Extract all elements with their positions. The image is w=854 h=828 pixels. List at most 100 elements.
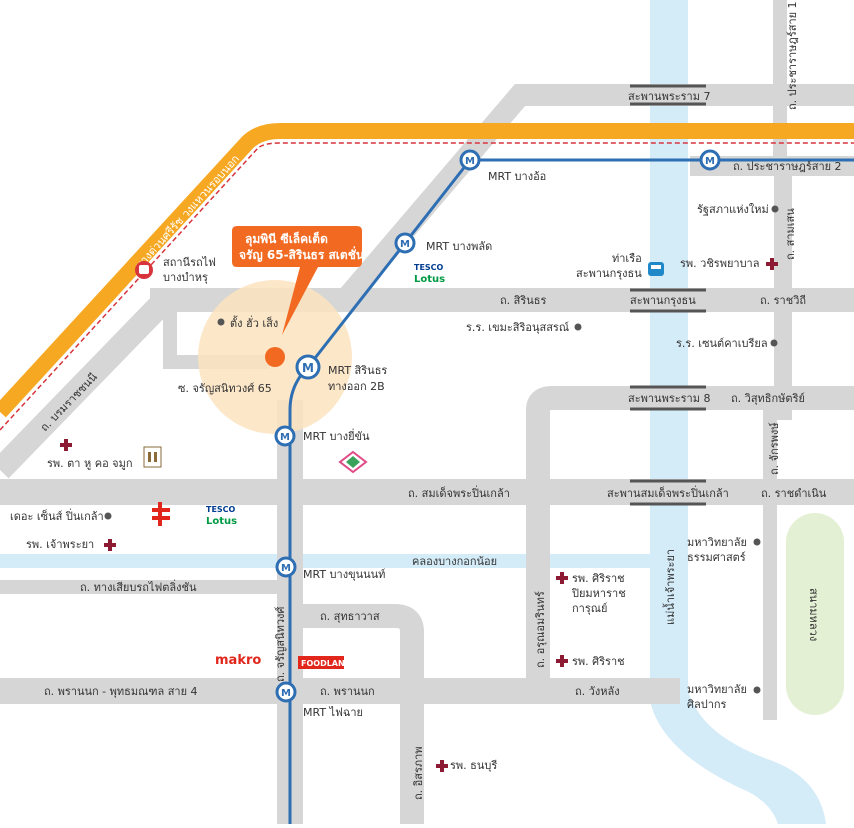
silpakorn-label: มหาวิทยาลัย: [687, 683, 747, 696]
central-pinklao-label: เดอะ เซ็นส์ ปิ่นเกล้า: [10, 508, 104, 523]
svg-text:TESCO: TESCO: [206, 505, 236, 514]
mrt-bangyikhan-label: MRT บางยี่ขัน: [303, 428, 370, 443]
road-label-charansanitwong: ถ. จรัญสนิทวงศ์: [274, 607, 287, 682]
road-label-pinklao: ถ. สมเด็จพระปิ่นเกล้า: [408, 485, 510, 500]
svg-text:TESCO: TESCO: [414, 263, 444, 272]
road-rama8: [526, 386, 854, 700]
hospital-icon: [436, 760, 448, 772]
svg-text:FOODLAND: FOODLAND: [301, 659, 352, 668]
svg-text:Lotus: Lotus: [206, 516, 237, 527]
road-label-tang-rotfai: ถ. ทางเสียบรถไฟตลิ่งชัน: [80, 579, 197, 594]
project-callout[interactable]: ลุมพินี ซีเล็คเต็ด จรัญ 65-สิรินธร สเตชั…: [232, 226, 365, 335]
road-label-wisutkasat: ถ. วิสุทธิกษัตริย์: [731, 392, 805, 405]
mrt-sirindhorn-exit-label: ทางออก 2B: [328, 380, 385, 393]
road-label-krungthon-bridge: สะพานกรุงธน: [630, 294, 696, 307]
mrt-icon[interactable]: M: [459, 149, 481, 171]
mrt-faichai-label: MRT ไฟฉาย: [303, 706, 363, 719]
svg-text:M: M: [302, 361, 314, 375]
thammasat-label: มหาวิทยาลัย: [687, 536, 747, 549]
tesco-lotus-logo: TESCO Lotus: [414, 263, 445, 285]
road-label-sirindhorn: ถ. สิรินธร: [500, 294, 547, 307]
train-station-icon[interactable]: [135, 261, 153, 279]
pier-label: ท่าเรือ: [612, 252, 642, 265]
hospital-icon: [766, 258, 778, 270]
road-label-borommaratchachonnani: ถ. บรมราชชนนี: [38, 370, 100, 434]
mrt-stations: M M M M M M M: [274, 149, 721, 703]
road-label-phrannok-phutthamonthon: ถ. พรานนก - พุทธมณฑล สาย 4: [44, 685, 198, 698]
road-label-wanglang: ถ. วังหลัง: [575, 685, 620, 698]
road-borommaratchachonnani: [0, 291, 174, 479]
svg-text:M: M: [705, 156, 715, 167]
poi-dot: [104, 512, 112, 520]
svg-text:Lotus: Lotus: [414, 274, 445, 285]
poi-dot: [770, 339, 778, 347]
hospital-icon: [556, 655, 568, 667]
khlong-bangkok-noi: [0, 554, 654, 568]
landmark-logo-icon: [338, 450, 368, 474]
mrt-icon[interactable]: M: [394, 232, 416, 254]
silpakorn-label-2: ศิลปากร: [687, 698, 727, 711]
svg-text:M: M: [280, 432, 290, 443]
road-label-arun-amarin: ถ. อรุณอมรินทร์: [534, 591, 547, 668]
hospital-icon: [104, 539, 116, 551]
siriraj-label: รพ. ศิริราช: [572, 655, 625, 668]
tesco-lotus-logo-2: TESCO Lotus: [206, 505, 237, 527]
vajira-hospital-label: รพ. วชิรพยาบาล: [680, 257, 759, 270]
expressway: [0, 123, 854, 418]
makro-logo: makro: [215, 653, 261, 668]
road-rama7: [336, 84, 854, 308]
mrt-icon[interactable]: M: [295, 354, 321, 380]
poi-dot: [217, 318, 225, 326]
svg-text:M: M: [281, 563, 291, 574]
road-label-rama8: สะพานพระราม 8: [628, 392, 710, 405]
school-khemasiri-label: ร.ร. เขมะสิริอนุสสรณ์: [466, 321, 569, 334]
road-label-pracharat2: ถ. ประชาราษฎร์สาย 2: [733, 160, 842, 173]
chaophraya-hospital-label: รพ. เจ้าพระยา: [26, 538, 94, 551]
poi-dot: [753, 538, 761, 546]
pier-label-2: สะพานกรุงธน: [576, 267, 642, 280]
svg-text:M: M: [465, 156, 475, 167]
thammasat-label-2: ธรรมศาสตร์: [687, 551, 746, 564]
siriraj-piyamaharat-label-3: การุณย์: [572, 602, 607, 615]
chao-phraya-river: [650, 0, 826, 824]
expressway-label: ทางด่วนศรีรัช วงแหวนรอบนอก: [133, 152, 243, 272]
poi-dot: [574, 323, 582, 331]
sanam-luang-park: [786, 513, 844, 715]
road-label-phrannok: ถ. พรานนก: [320, 685, 375, 698]
bridges: [630, 84, 706, 506]
mrt-icon[interactable]: M: [274, 425, 296, 447]
svg-text:M: M: [281, 688, 291, 699]
park-label: สนามหลวง: [807, 588, 820, 641]
thonburi-hospital-label: รพ. ธนบุรี: [450, 759, 497, 772]
road-label-pracharat1: ถ. ประชาราษฎร์สาย 1: [786, 1, 799, 110]
mrt-bangor-label: MRT บางอ้อ: [488, 170, 546, 183]
road-label-itsaraphap: ถ. อิสรภาพ: [412, 746, 425, 800]
road-label-sutthawat: ถ. สุทธาวาส: [320, 610, 380, 623]
mrt-sirindhorn-label: MRT สิรินธร: [328, 364, 387, 377]
mrt-bangkhunnon-label: MRT บางขุนนนท์: [303, 568, 385, 581]
hospital-ent-label: รพ. ตา หู คอ จมูก: [47, 457, 133, 470]
ferry-icon[interactable]: [648, 262, 664, 276]
road-label-samsen: ถ. สามเสน: [784, 208, 797, 260]
hospital-icon: [556, 572, 568, 584]
poi-dot: [771, 205, 779, 213]
mrt-bangphlat-label: MRT บางพลัด: [426, 240, 492, 253]
central-logo-icon: [152, 502, 170, 526]
mrt-icon[interactable]: M: [275, 681, 297, 703]
parliament-label: รัฐสภาแห่งใหม่: [697, 203, 769, 216]
site-marker[interactable]: [265, 347, 285, 367]
road-label-rama7: สะพานพระราม 7: [628, 90, 710, 103]
river-label: แม่น้ำเจ้าพระยา: [662, 549, 677, 625]
foodland-logo: FOODLAND: [298, 656, 352, 669]
mrt-icon[interactable]: M: [699, 149, 721, 171]
svg-text:M: M: [400, 239, 410, 250]
road-label-pinklao-bridge: สะพานสมเด็จพระปิ่นเกล้า: [607, 485, 729, 500]
road-sutthawat: [290, 604, 424, 824]
hospital-icon: [60, 439, 72, 451]
mrt-icon[interactable]: M: [275, 556, 297, 578]
road-label-chakkraphong: ถ. จักรพงษ์: [768, 422, 781, 475]
hospital-logo-icon: [143, 446, 162, 468]
canal-label: คลองบางกอกน้อย: [412, 555, 497, 568]
